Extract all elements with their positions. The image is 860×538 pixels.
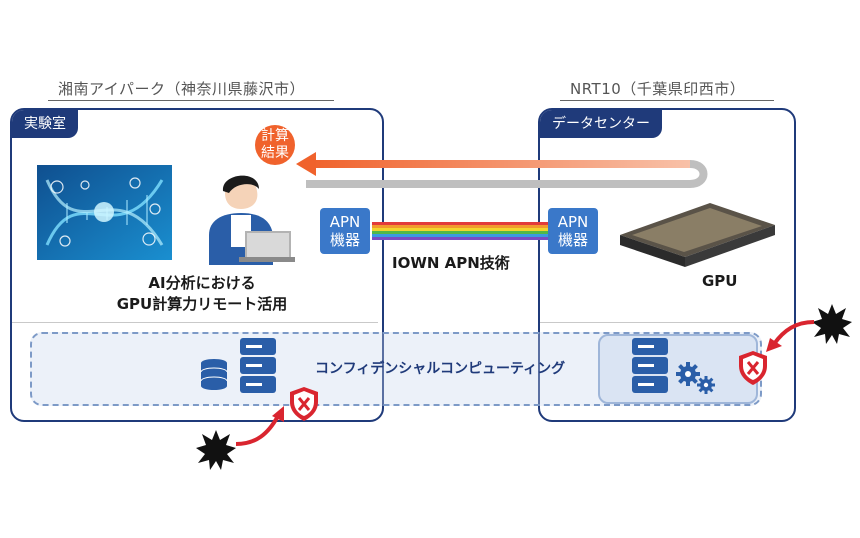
calc-result-line1: 計算: [261, 128, 289, 144]
gpu-card-icon: [610, 195, 780, 270]
server-icon: [240, 338, 276, 394]
attack-burst-icon-right: [812, 304, 852, 344]
shield-x-icon: [288, 386, 320, 422]
calc-result-line2: 結果: [261, 145, 289, 161]
gear-icon: [676, 362, 716, 394]
apn-device-right-line1: APN: [557, 213, 589, 231]
server-icon-right: [632, 338, 668, 394]
calc-result-badge: 計算 結果: [255, 125, 295, 165]
attack-burst-icon: [196, 430, 236, 470]
lab-caption-line2: GPU計算力リモート活用: [116, 295, 288, 313]
apn-device-right: APN 機器: [548, 208, 598, 254]
person-laptop-icon: [195, 165, 295, 265]
apn-rainbow-link: [372, 222, 548, 240]
lab-caption: AI分析における GPU計算力リモート活用: [84, 272, 320, 314]
gpu-label: GPU: [702, 272, 738, 290]
apn-device-left: APN 機器: [320, 208, 370, 254]
site-label-right: NRT10（千葉県印西市）: [570, 80, 746, 98]
lab-caption-line1: AI分析における: [148, 274, 256, 292]
datacenter-tag: データセンター: [540, 110, 662, 138]
site-underline-right: [560, 100, 774, 101]
confidential-label: コンフィデンシャルコンピューティング: [315, 361, 566, 377]
link-label: IOWN APN技術: [392, 254, 510, 272]
lab-tag: 実験室: [12, 110, 78, 138]
site-underline-left: [48, 100, 334, 101]
database-icon: [200, 358, 228, 390]
shield-x-icon-right: [737, 350, 769, 386]
right-tee-box: [598, 334, 758, 404]
attack-arrow-left: [232, 400, 292, 450]
apn-device-left-line1: APN: [329, 213, 361, 231]
dna-image: [37, 165, 172, 260]
lab-divider: [12, 322, 378, 323]
apn-device-left-line2: 機器: [329, 231, 360, 249]
site-label-left: 湘南アイパーク（神奈川県藤沢市）: [58, 80, 305, 98]
datacenter-divider: [540, 322, 790, 323]
attack-arrow-right: [762, 316, 818, 356]
flow-arrows: [290, 140, 720, 200]
apn-device-right-line2: 機器: [557, 231, 588, 249]
